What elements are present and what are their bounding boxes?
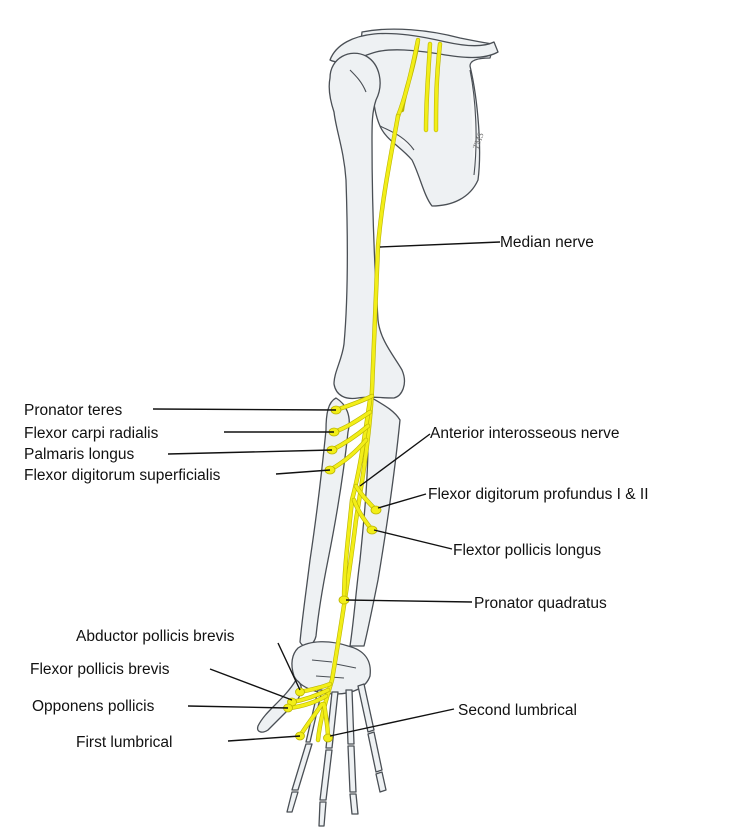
leader-pronator-teres bbox=[152, 408, 337, 411]
leader-second-lumbrical bbox=[329, 708, 455, 737]
label-second-lumbrical: Second lumbrical bbox=[458, 702, 577, 719]
leader-opponens bbox=[187, 705, 289, 709]
label-opponens-pollicis: Opponens pollicis bbox=[32, 698, 155, 715]
finger-bones bbox=[286, 683, 387, 827]
leader-fdp bbox=[377, 493, 427, 509]
label-flexor-carpi-radialis: Flexor carpi radialis bbox=[24, 425, 159, 442]
leader-first-lumbrical bbox=[227, 735, 301, 742]
label-median-nerve: Median nerve bbox=[500, 234, 594, 251]
label-pronator-teres: Pronator teres bbox=[24, 402, 122, 419]
label-pronator-quadratus: Pronator quadratus bbox=[474, 595, 607, 612]
leader-fpl bbox=[373, 529, 453, 550]
leader-apb bbox=[277, 642, 301, 691]
labels: Median nerve Pronator teres Flexor carpi… bbox=[24, 234, 649, 751]
label-abductor-pollicis-brevis: Abductor pollicis brevis bbox=[76, 628, 235, 645]
label-flexor-digitorum-superficialis: Flexor digitorum superficialis bbox=[24, 467, 221, 484]
carpals bbox=[291, 641, 371, 695]
leader-lines bbox=[152, 241, 501, 742]
median-nerve bbox=[283, 37, 443, 743]
label-flexor-pollicis-brevis: Flexor pollicis brevis bbox=[30, 661, 170, 678]
leader-anterior-interosseous bbox=[359, 433, 431, 487]
leader-median-nerve bbox=[379, 241, 501, 248]
leader-fds bbox=[275, 469, 331, 475]
label-flexor-digitorum-profundus: Flexor digitorum profundus I & II bbox=[428, 486, 649, 503]
label-palmaris-longus: Palmaris longus bbox=[24, 446, 135, 463]
humerus bbox=[328, 52, 406, 400]
label-first-lumbrical: First lumbrical bbox=[76, 734, 172, 751]
label-flexor-pollicis-longus: Flextor pollicis longus bbox=[453, 542, 601, 559]
label-anterior-interosseous-nerve: Anterior interosseous nerve bbox=[430, 425, 620, 442]
leader-palmaris-longus bbox=[167, 449, 333, 455]
leader-fpb bbox=[209, 668, 293, 701]
clavicle bbox=[329, 32, 499, 63]
leader-pronator-quadratus bbox=[345, 599, 473, 603]
